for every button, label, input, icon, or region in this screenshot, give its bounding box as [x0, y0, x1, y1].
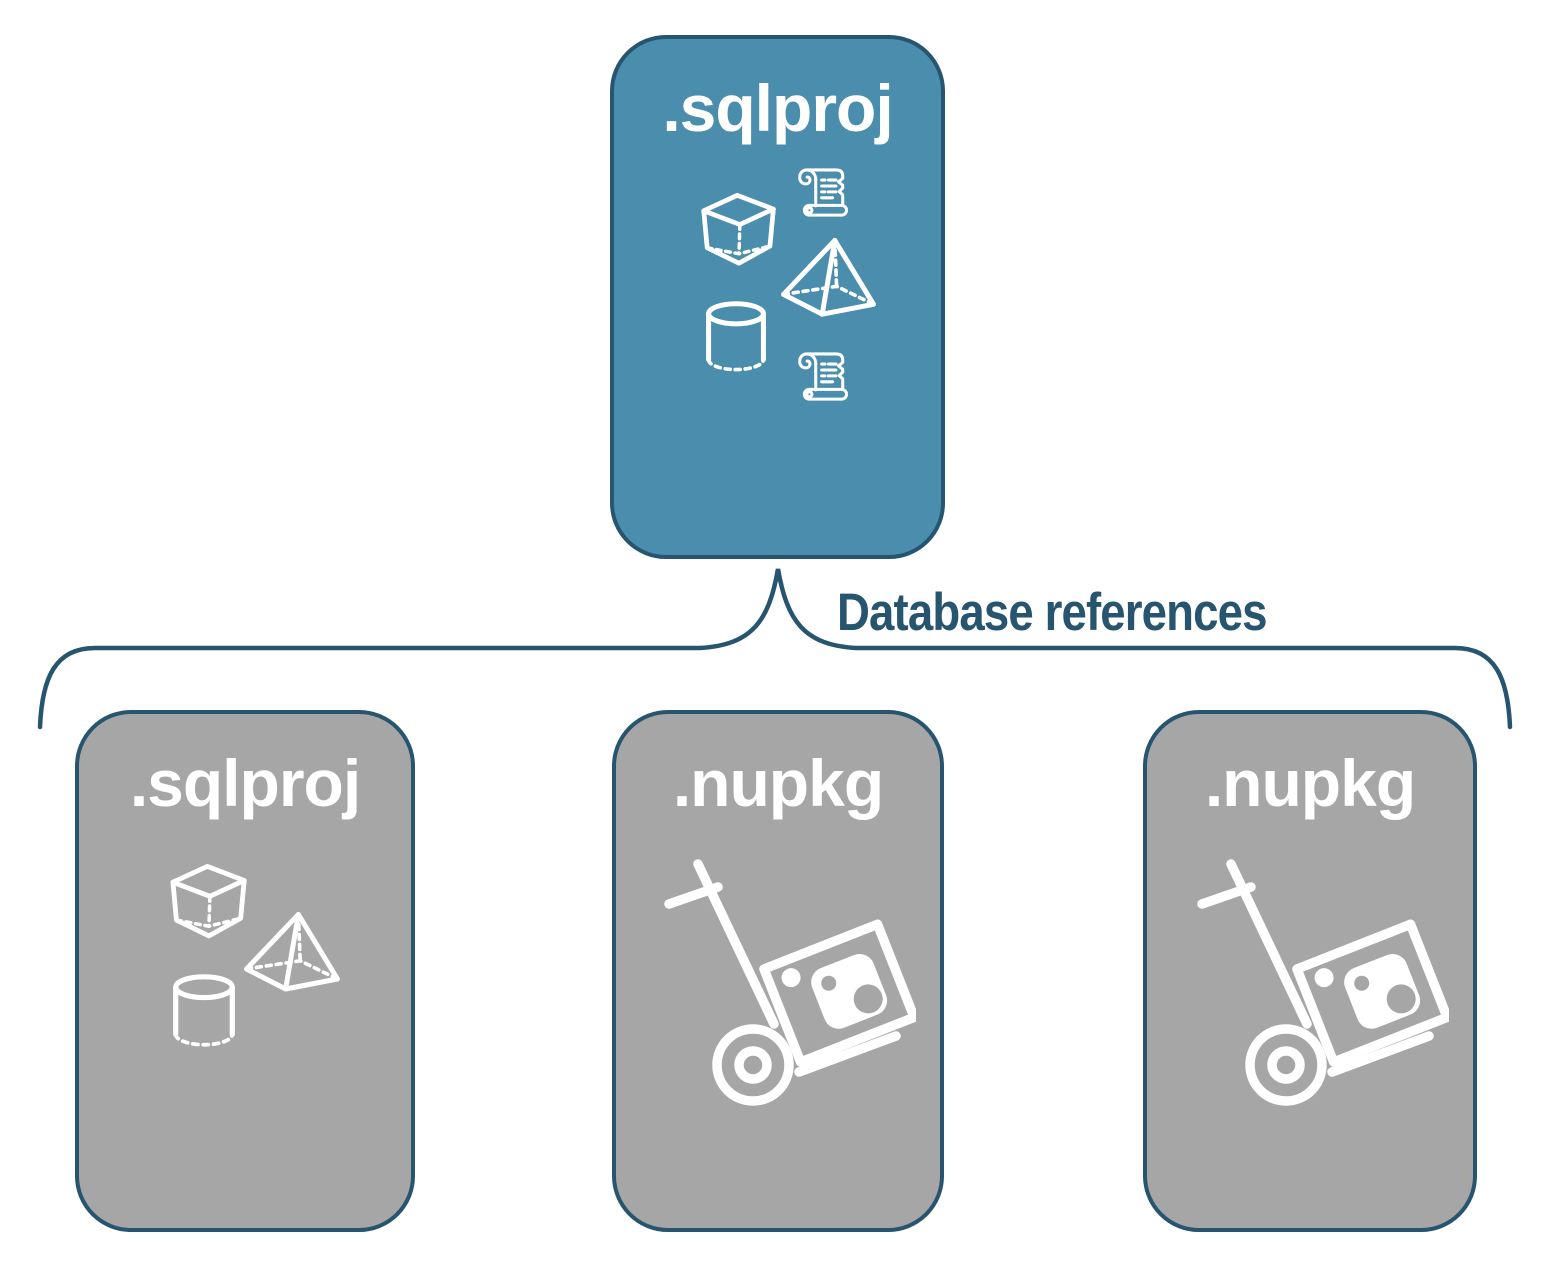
scroll-icon	[798, 168, 849, 217]
cube-icon	[170, 863, 247, 939]
cylinder-icon	[173, 974, 235, 1047]
hand-truck-package-icon	[664, 859, 916, 1106]
scroll-icon	[798, 352, 849, 401]
node-label: .sqlproj	[129, 746, 361, 820]
node-sqlproj-root: .sqlproj	[610, 35, 945, 559]
pyramid-icon	[781, 237, 876, 317]
cylinder-icon	[706, 301, 766, 372]
pyramid-icon	[244, 911, 340, 992]
hand-truck-package-icon	[1197, 859, 1449, 1106]
connector-label: Database references	[837, 583, 1267, 642]
node-label: .sqlproj	[662, 71, 893, 145]
cube-icon	[701, 192, 776, 266]
node-label: .nupkg	[1204, 746, 1416, 820]
node-sqlproj-reference: .sqlproj	[75, 710, 415, 1232]
node-nupkg-reference-1: .nupkg	[612, 710, 944, 1232]
node-label: .nupkg	[672, 746, 884, 820]
node-nupkg-reference-2: .nupkg	[1143, 710, 1477, 1232]
